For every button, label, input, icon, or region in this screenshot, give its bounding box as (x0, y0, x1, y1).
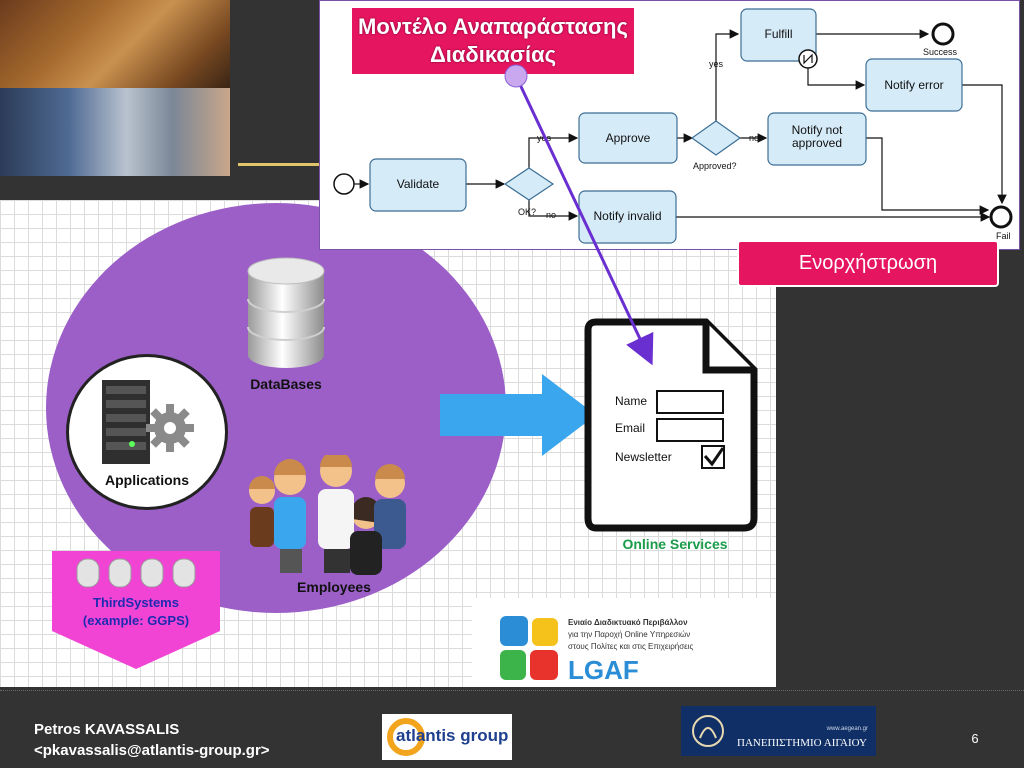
business-meeting-photo (0, 0, 230, 88)
title-line2: Διαδικασίας (429, 42, 557, 67)
task-approve: Approve (605, 131, 651, 145)
author-email: <pkavassalis@atlantis-group.gr> (34, 742, 270, 759)
blue-arrow-icon (440, 374, 596, 456)
aegean-url: www.aegean.gr (826, 726, 868, 732)
aegean-name: ΠΑΝΕΠΙΣΤΗΜΙΟ ΑΙΓΑΙΟΥ (737, 737, 867, 749)
title-line1: Μοντέλο Αναπαράστασης (358, 14, 628, 39)
employees-label: Employees (297, 579, 371, 595)
orchestration-label: Ενορχήστρωση (737, 240, 999, 287)
lgaf-line2: για την Παροχή Online Υπηρεσιών (568, 630, 691, 639)
author-name: Petros KAVASSALIS (34, 721, 180, 738)
accent-line (238, 163, 320, 166)
online-services-label: Online Services (622, 536, 728, 552)
atlantis-ring-icon (387, 718, 425, 756)
third-systems-banner (52, 551, 220, 669)
edge-yes-approved: yes (709, 59, 724, 69)
lgaf-line3: στους Πολίτες και στις Επιχειρήσεις (568, 642, 694, 651)
applications-label: Applications (104, 472, 189, 488)
task-notify-error: Notify error (884, 78, 944, 92)
page-number: 6 (971, 731, 979, 746)
third-systems-example: (example: GGPS) (82, 613, 190, 628)
lgaf-description: Ενιαίο Διαδικτυακό Περιβάλλον για την Πα… (568, 617, 693, 653)
aegean-emblem-icon (692, 715, 724, 747)
employees-icon (249, 455, 406, 575)
third-systems-label: ThirdSystems (example: GGPS) (52, 594, 220, 630)
lgaf-logo-icon (500, 616, 558, 680)
slide-title: Μοντέλο Αναπαράστασης Διαδικασίας (352, 8, 634, 74)
edge-no-approved: no (749, 133, 760, 143)
task-fulfill: Fulfill (764, 27, 793, 41)
form-name-label: Name (615, 394, 648, 408)
form-newsletter-label: Newsletter (615, 450, 672, 464)
aegean-university-logo: www.aegean.gr ΠΑΝΕΠΙΣΤΗΜΙΟ ΑΙΓΑΙΟΥ (681, 706, 876, 756)
event-fail-label: Fail (996, 231, 1011, 241)
notify-not-approved-line2: approved (791, 136, 843, 150)
gateway-approved-label: Approved? (693, 161, 737, 171)
server-gear-icon (102, 380, 194, 464)
lgaf-line1: Ενιαίο Διαδικτυακό Περιβάλλον (568, 618, 688, 627)
edge-no-ok: no (546, 210, 557, 220)
event-success-label: Success (923, 47, 958, 57)
connector-arrow (504, 64, 654, 366)
businessman-phone-photo (0, 88, 230, 176)
databases-label: DataBases (250, 376, 322, 392)
atlantis-group-logo: atlantis group (382, 714, 512, 760)
online-form-document-icon (584, 318, 758, 532)
author-info: Petros KAVASSALIS <pkavassalis@atlantis-… (34, 719, 270, 761)
lgaf-name: LGAF (568, 655, 639, 685)
task-notify-invalid: Notify invalid (593, 209, 662, 223)
atlantis-logo-text: atlantis group (396, 726, 509, 745)
task-validate: Validate (396, 177, 440, 191)
task-notify-not-approved: Notify not approved (768, 124, 866, 150)
workflow-shapes (333, 8, 1013, 244)
form-email-label: Email (615, 421, 646, 435)
database-icon (247, 257, 325, 368)
notify-not-approved-line1: Notify not (791, 123, 843, 137)
gateway-ok-label: OK? (518, 207, 537, 217)
footer-divider (0, 690, 1024, 691)
third-systems-title: ThirdSystems (93, 595, 179, 610)
